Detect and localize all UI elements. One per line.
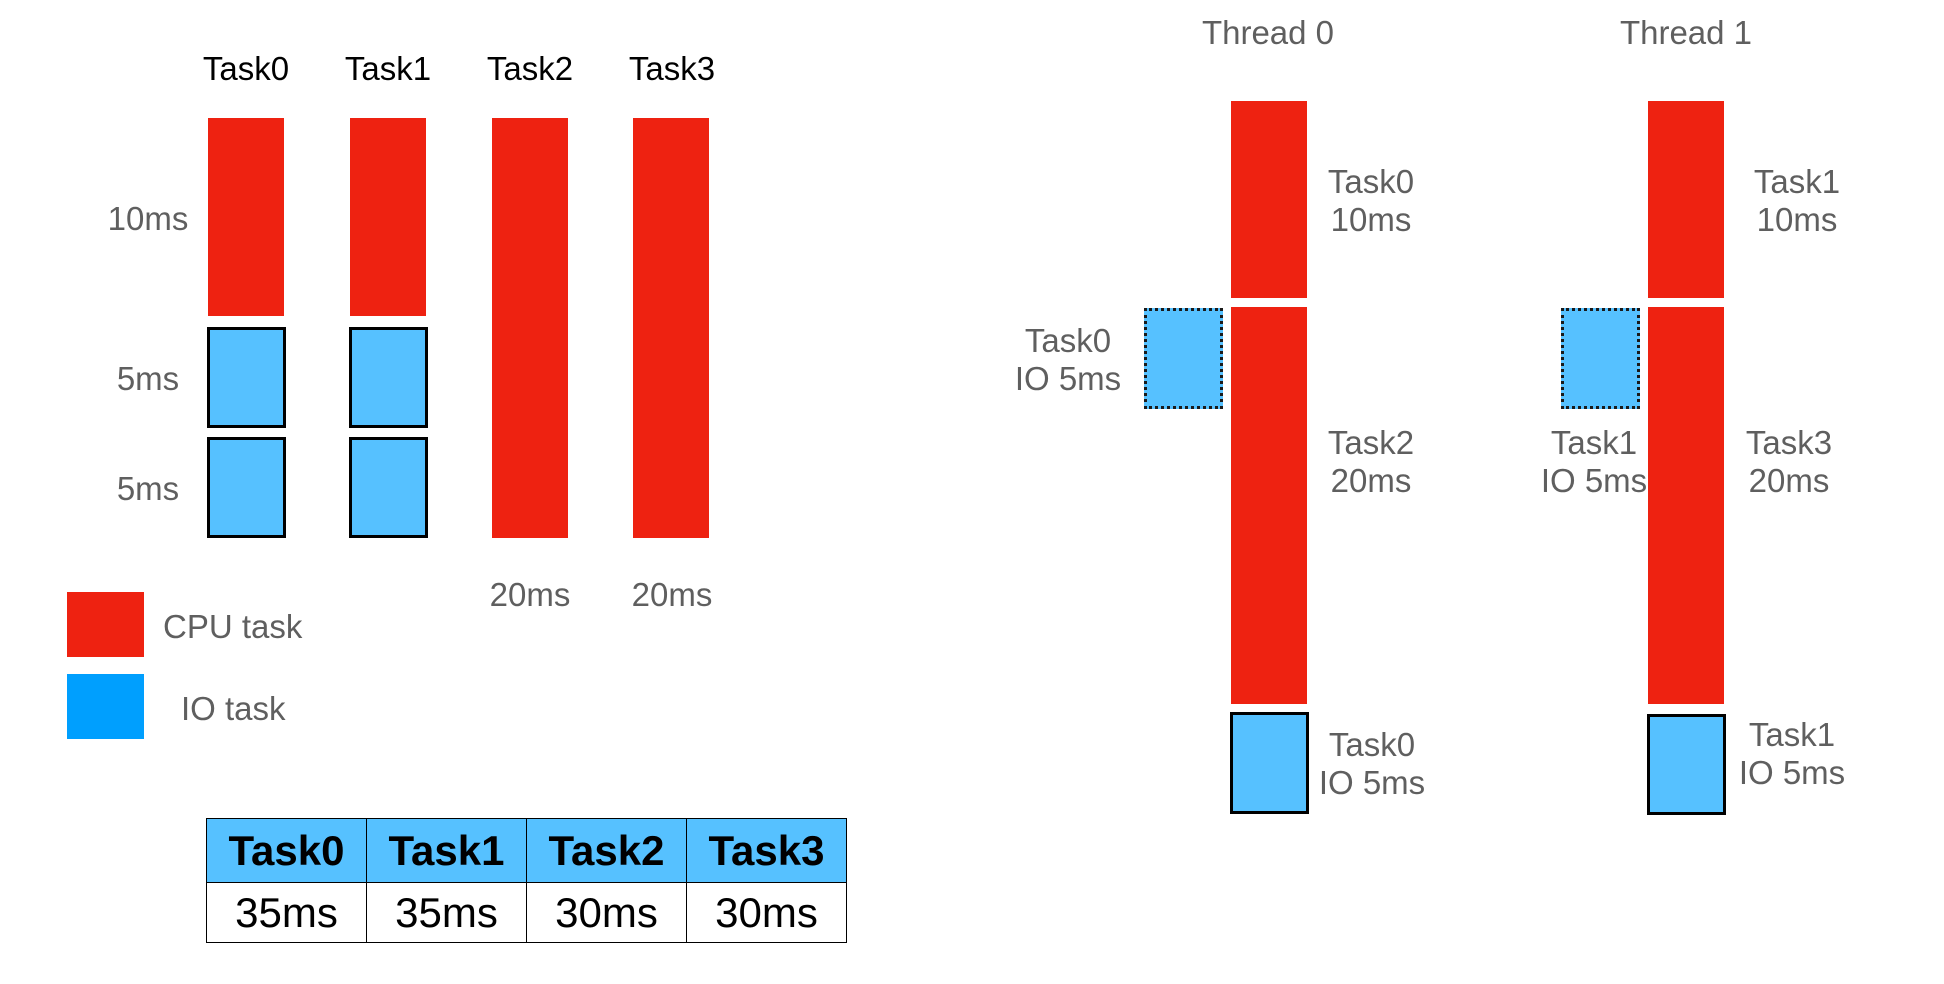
task0-cpu-block xyxy=(208,118,284,316)
thread1-title: Thread 1 xyxy=(1619,14,1753,51)
task2-cpu-block xyxy=(492,118,568,538)
thread1-seg3-duration: IO 5ms xyxy=(1738,754,1846,791)
thread1-task1-io-block xyxy=(1647,714,1726,815)
row-label-5ms-a: 5ms xyxy=(116,360,180,397)
thread0-seg3-duration: IO 5ms xyxy=(1318,764,1426,801)
thread0-seg3-label: Task0 IO 5ms xyxy=(1310,726,1434,802)
summary-value-task1: 35ms xyxy=(366,882,527,943)
summary-header-row: Task0 Task1 Task2 Task3 xyxy=(206,818,847,883)
summary-value-task0: 35ms xyxy=(206,882,367,943)
thread0-task0-cpu-block xyxy=(1231,101,1307,298)
thread1-side-duration: IO 5ms xyxy=(1540,462,1648,499)
task1-header: Task1 xyxy=(344,50,432,87)
summary-value-task2: 30ms xyxy=(526,882,687,943)
thread0-seg1-label: Task0 10ms xyxy=(1316,163,1426,239)
thread0-task2-cpu-block xyxy=(1231,307,1307,704)
task2-duration-label: 20ms xyxy=(489,576,571,613)
thread0-task0-io-block xyxy=(1230,712,1309,814)
task1-cpu-block xyxy=(350,118,426,316)
thread0-task0-io-side-block xyxy=(1144,308,1223,409)
task3-header: Task3 xyxy=(628,50,716,87)
thread0-seg2-label: Task2 20ms xyxy=(1316,424,1426,500)
thread0-seg2-task: Task2 xyxy=(1327,424,1415,461)
task2-header: Task2 xyxy=(486,50,574,87)
task1-io-block-1 xyxy=(349,327,428,428)
task0-header: Task0 xyxy=(202,50,290,87)
legend-cpu-label: CPU task xyxy=(163,608,303,645)
thread0-seg1-duration: 10ms xyxy=(1330,201,1412,238)
thread1-seg1-label: Task1 10ms xyxy=(1742,163,1852,239)
summary-header-task1: Task1 xyxy=(366,818,527,883)
summary-header-task3: Task3 xyxy=(686,818,847,883)
row-label-5ms-b: 5ms xyxy=(116,470,180,507)
thread1-task1-cpu-block xyxy=(1648,101,1724,298)
task3-cpu-block xyxy=(633,118,709,538)
thread1-task1-io-side-block xyxy=(1561,308,1640,409)
summary-header-task2: Task2 xyxy=(526,818,687,883)
task3-duration-label: 20ms xyxy=(631,576,713,613)
thread1-seg2-duration: 20ms xyxy=(1748,462,1830,499)
thread0-seg3-task: Task0 xyxy=(1328,726,1416,763)
thread1-task3-cpu-block xyxy=(1648,307,1724,704)
thread1-seg1-duration: 10ms xyxy=(1756,201,1838,238)
thread1-seg1-task: Task1 xyxy=(1753,163,1841,200)
thread1-side-task: Task1 xyxy=(1550,424,1638,461)
summary-value-row: 35ms 35ms 30ms 30ms xyxy=(206,882,847,943)
thread1-seg3-task: Task1 xyxy=(1748,716,1836,753)
summary-header-task0: Task0 xyxy=(206,818,367,883)
task0-io-block-1 xyxy=(207,327,286,428)
thread1-seg2-label: Task3 20ms xyxy=(1734,424,1844,500)
task1-io-block-2 xyxy=(349,437,428,538)
legend-io-swatch xyxy=(67,674,144,739)
thread0-title: Thread 0 xyxy=(1201,14,1335,51)
thread0-seg1-task: Task0 xyxy=(1327,163,1415,200)
thread0-side-label: Task0 IO 5ms xyxy=(1008,322,1128,398)
summary-value-task3: 30ms xyxy=(686,882,847,943)
thread0-side-task: Task0 xyxy=(1024,322,1112,359)
row-label-10ms: 10ms xyxy=(107,200,189,237)
thread1-seg2-task: Task3 xyxy=(1745,424,1833,461)
legend-io-label: IO task xyxy=(181,690,286,727)
thread0-side-duration: IO 5ms xyxy=(1014,360,1122,397)
thread0-seg2-duration: 20ms xyxy=(1330,462,1412,499)
legend-cpu-swatch xyxy=(67,592,144,657)
thread1-side-label: Task1 IO 5ms xyxy=(1536,424,1652,500)
duration-summary-table: Task0 Task1 Task2 Task3 35ms 35ms 30ms 3… xyxy=(206,818,847,943)
task0-io-block-2 xyxy=(207,437,286,538)
thread1-seg3-label: Task1 IO 5ms xyxy=(1730,716,1854,792)
